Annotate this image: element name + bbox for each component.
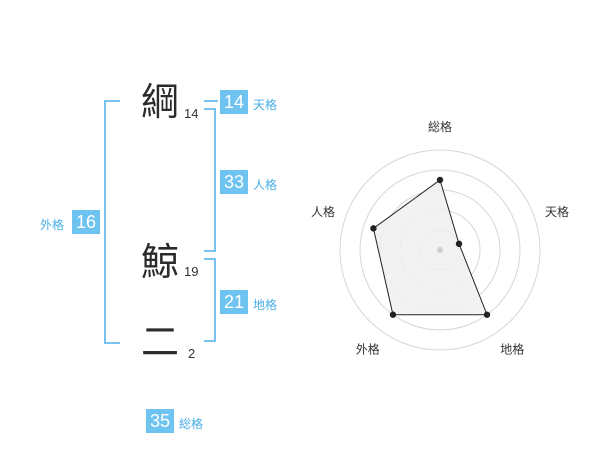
chikaku-value: 21: [220, 290, 248, 314]
soukaku-label: 総格: [179, 417, 204, 431]
radar-axis-label-4: 外格: [356, 342, 380, 357]
gaikaku-value: 16: [72, 210, 100, 234]
chikaku-label: 地格: [253, 298, 278, 312]
jinkaku-bracket: [204, 108, 216, 252]
name-char-3-strokes: 2: [188, 346, 196, 361]
soukaku-value: 35: [146, 409, 174, 433]
radar-point-3: [483, 311, 491, 318]
radar-center-dot: [437, 247, 443, 253]
radar-point-1: [436, 176, 444, 184]
radar-grid-ring-5: [339, 149, 541, 351]
name-char-3: 二: [141, 320, 180, 364]
tenkaku-value: 14: [220, 90, 248, 114]
radar-axis-label-2: 天格: [545, 204, 569, 219]
name-char-2: 鯨: [141, 240, 180, 284]
chikaku-bracket: [204, 258, 216, 342]
radar-point-5: [370, 225, 377, 232]
name-char-1: 綱: [141, 80, 180, 124]
gaikaku-bracket: [104, 100, 120, 344]
gaikaku-label: 外格: [40, 218, 65, 232]
tenkaku-bracket-top: [204, 100, 218, 102]
radar-axis-label-5: 人格: [311, 204, 335, 219]
radar-grid-ring-4: [359, 169, 521, 331]
radar-point-2: [455, 240, 463, 248]
radar-axis-label-1: 総格: [428, 119, 452, 134]
name-char-1-strokes: 14: [184, 106, 199, 121]
radar-point-4: [389, 311, 397, 318]
jinkaku-label: 人格: [253, 178, 278, 192]
radar-axis-label-3: 地格: [500, 342, 524, 357]
radar-series-area: [372, 179, 488, 316]
jinkaku-value: 33: [220, 170, 248, 194]
name-char-2-strokes: 19: [184, 264, 199, 279]
tenkaku-label: 天格: [253, 98, 278, 112]
